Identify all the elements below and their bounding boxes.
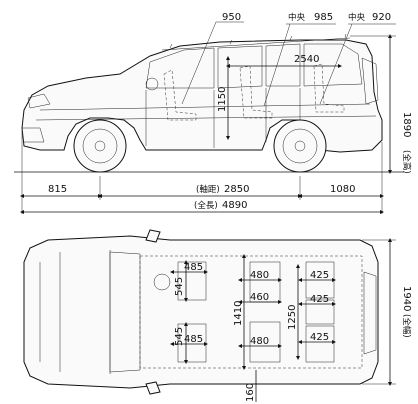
front-wheel xyxy=(73,119,127,173)
front-lamp xyxy=(22,93,51,143)
rear-overhang-value: 1080 xyxy=(330,184,355,195)
cabin-outline xyxy=(139,255,363,369)
side-view: 950 中央 985 中央 920 2540 1150 1890 (全高) 81… xyxy=(14,12,412,214)
overall-length-label: (全長) xyxy=(194,200,218,211)
cabin-width-value: 1410 xyxy=(233,301,244,326)
third-row-right xyxy=(305,325,335,363)
third-seat-side xyxy=(313,63,345,113)
top-body-outline xyxy=(23,235,379,389)
third-row-width-value: 425 xyxy=(310,270,329,281)
interior-height-value: 1150 xyxy=(217,87,228,112)
third-row-mid xyxy=(305,299,335,325)
front-seat-side xyxy=(163,69,197,121)
overall-width-value: 1940 xyxy=(401,286,412,311)
wheelbase-label: (軸距) xyxy=(196,184,220,195)
side-trim xyxy=(35,103,377,121)
top-view: 485 485 545 545 480 480 460 1410 425 425… xyxy=(23,229,412,402)
callout-front-seat: 950 xyxy=(222,12,241,23)
second-row-width-value: 480 xyxy=(250,270,269,281)
callout-rear-value: 920 xyxy=(372,12,391,23)
side-windows xyxy=(145,43,363,89)
callout-center-value: 985 xyxy=(314,12,333,23)
third-row-width-value-lower: 425 xyxy=(310,332,329,343)
callout-line-front xyxy=(181,21,217,105)
windshield xyxy=(109,251,141,373)
third-row-width-value-mid: 425 xyxy=(310,294,329,305)
rear-spare xyxy=(361,57,379,105)
rear-wheel xyxy=(273,119,327,173)
side-doors xyxy=(145,88,301,148)
callout-rear-label: 中央 xyxy=(348,12,366,23)
steering-wheel-top xyxy=(153,273,171,291)
front-seat-depth-value: 545 xyxy=(174,277,185,296)
front-seat-width-value-lower: 485 xyxy=(184,334,203,345)
front-overhang-value: 815 xyxy=(48,184,67,195)
mirror-bottom xyxy=(145,381,161,395)
steering-wheel-side xyxy=(145,77,159,91)
roof-rack xyxy=(161,33,351,51)
front-seat-width-value: 485 xyxy=(184,262,203,273)
third-row-span-value: 1250 xyxy=(287,305,298,330)
second-row-width-value-lower: 480 xyxy=(250,336,269,347)
second-row-right xyxy=(249,321,281,363)
callout-center-label: 中央 xyxy=(288,12,306,23)
rear-spare-top xyxy=(363,271,377,355)
front-seat-depth-value-lower: 545 xyxy=(174,327,185,346)
interior-length-value: 2540 xyxy=(294,54,319,65)
overall-width-label: (全幅) xyxy=(401,314,412,338)
mirror-top xyxy=(145,229,161,243)
front-seat-left xyxy=(177,261,207,301)
bottom-dim-value: 160 xyxy=(245,383,256,402)
overall-height-label: (全高) xyxy=(401,150,412,174)
overall-height-value: 1890 xyxy=(401,112,412,137)
second-row-gap-value: 460 xyxy=(250,292,269,303)
overall-length-value: 4890 xyxy=(222,200,247,211)
wheelbase-value: 2850 xyxy=(224,184,249,195)
